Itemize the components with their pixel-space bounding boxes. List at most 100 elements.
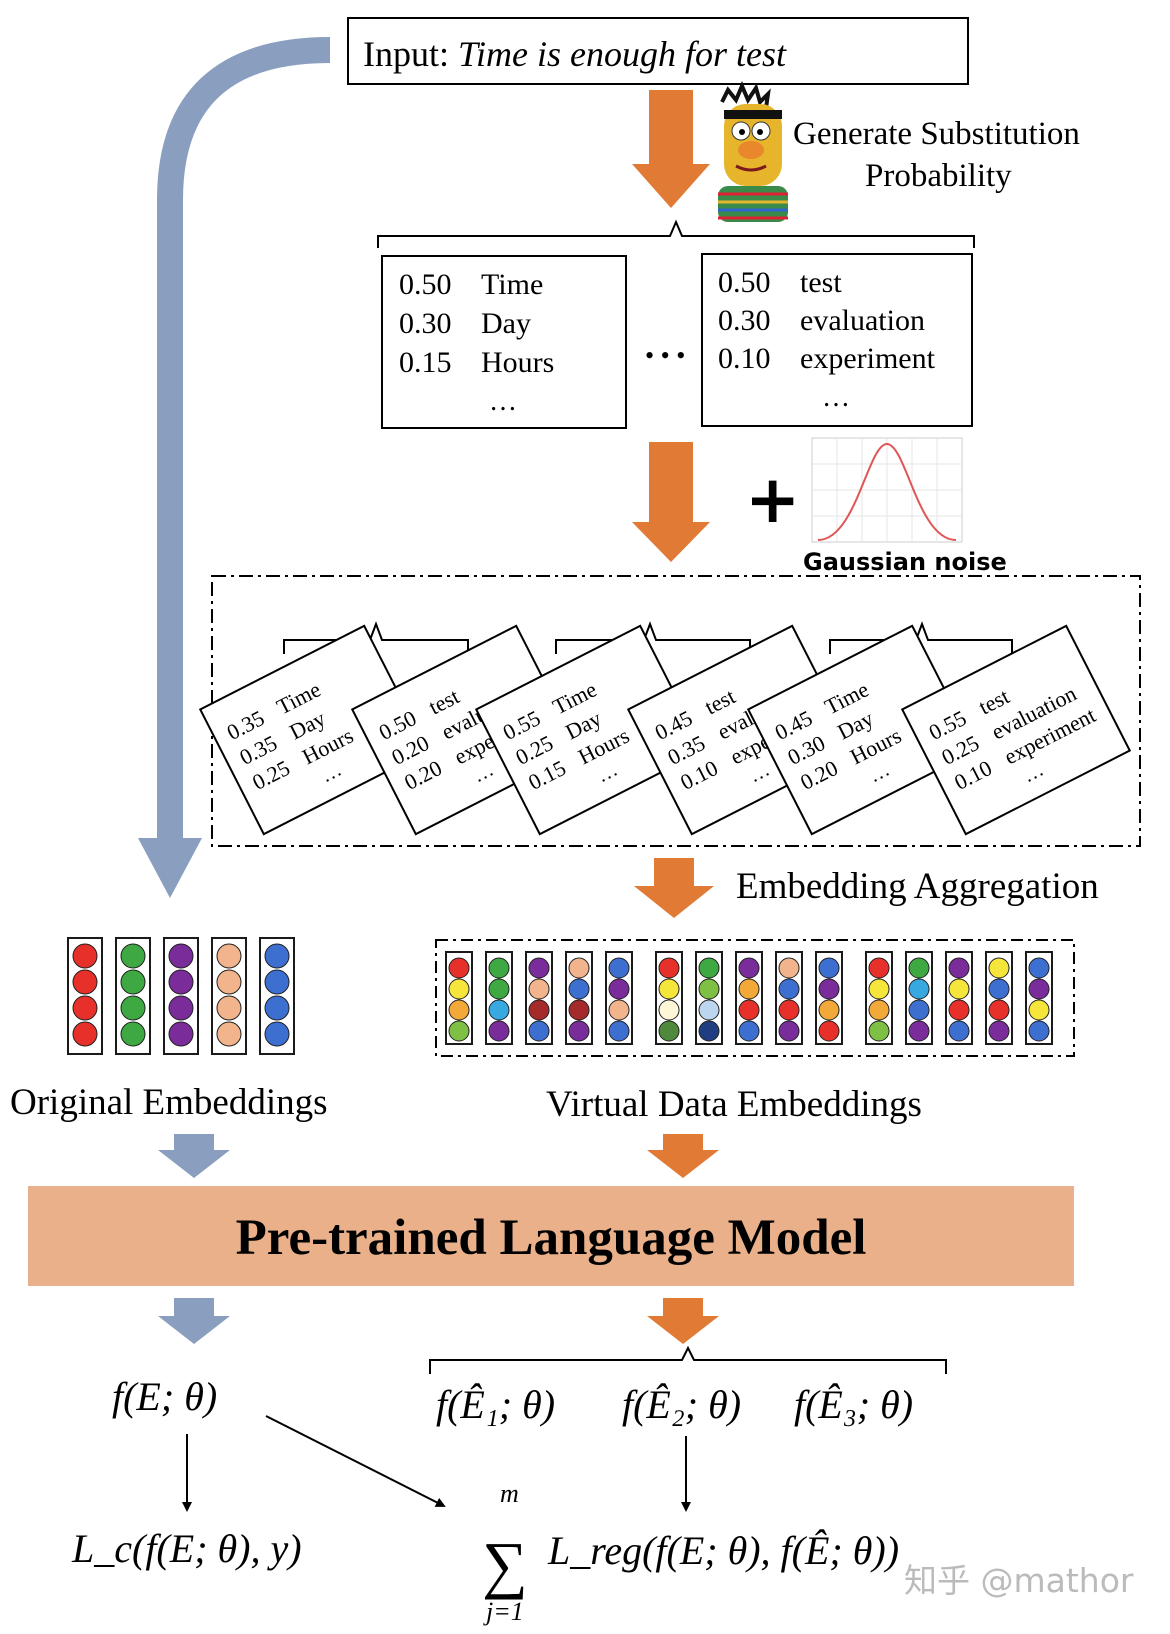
- embedding-aggregation-label: Embedding Aggregation: [736, 866, 1099, 907]
- embedding-bead: [120, 995, 146, 1021]
- noisy-substitution-card: 0.45Time0.30Day0.20Hours…: [746, 624, 978, 836]
- loss-c: L_c(f(E; θ), y): [71, 1526, 302, 1571]
- substitution-set-2: 0.50 test 0.30 evaluation 0.10 experimen…: [701, 253, 973, 427]
- embedding-bead: [264, 943, 290, 969]
- embedding-bead: [818, 978, 840, 1000]
- generator-label-line1: Generate Substitution: [793, 116, 1080, 152]
- orange-arrow-1: [632, 90, 710, 208]
- embedding-column: [775, 951, 803, 1045]
- summation-sign: ∑: [482, 1529, 528, 1600]
- embedding-bead: [488, 978, 510, 1000]
- embedding-bead: [168, 995, 194, 1021]
- embedding-bead: [738, 978, 760, 1000]
- virtual-embeddings-label: Virtual Data Embeddings: [546, 1084, 922, 1125]
- embedding-bead: [988, 999, 1010, 1021]
- embedding-bead: [120, 969, 146, 995]
- embedding-bead: [738, 999, 760, 1021]
- embedding-bead: [818, 999, 840, 1021]
- embedding-bead: [908, 999, 930, 1021]
- sum-lower-limit: j=1: [483, 1597, 524, 1626]
- substitution-word: experiment: [800, 342, 936, 375]
- embedding-bead: [738, 957, 760, 979]
- embedding-bead: [568, 978, 590, 1000]
- embedding-bead: [868, 999, 890, 1021]
- embedding-bead: [216, 1021, 242, 1047]
- embedding-bead: [528, 999, 550, 1021]
- embedding-bead: [216, 969, 242, 995]
- orange-arrow-out-of-plm: [647, 1298, 719, 1344]
- embedding-bead: [168, 943, 194, 969]
- orange-arrow-3: [634, 858, 714, 918]
- embedding-bead: [168, 1021, 194, 1047]
- substitution-prob: 0.10: [718, 342, 771, 375]
- embedding-column: [211, 937, 247, 1055]
- noisy-group-brace: [829, 621, 1013, 654]
- embedding-bead: [698, 978, 720, 1000]
- embedding-bead: [1028, 978, 1050, 1000]
- input-box: Input: Time is enough for test: [347, 17, 969, 85]
- substitution-ellipsis: • • •: [645, 341, 685, 370]
- substitution-prob: 0.50: [399, 268, 452, 301]
- substitution-more: …: [822, 382, 850, 413]
- embedding-bead: [948, 1020, 970, 1042]
- embedding-bead: [868, 957, 890, 979]
- embedding-bead: [608, 1020, 630, 1042]
- embedding-bead: [908, 957, 930, 979]
- embedding-column: [905, 951, 933, 1045]
- embedding-bead: [448, 978, 470, 1000]
- embedding-bead: [948, 999, 970, 1021]
- noisy-group-brace: [555, 621, 751, 654]
- bottom-brace: [429, 1345, 947, 1374]
- embedding-bead: [778, 957, 800, 979]
- embedding-bead: [1028, 957, 1050, 979]
- embedding-column: [735, 951, 763, 1045]
- embedding-column: [865, 951, 893, 1045]
- embedding-bead: [608, 978, 630, 1000]
- blue-arrow-into-plm: [158, 1134, 230, 1178]
- embedding-bead: [72, 1021, 98, 1047]
- noisy-substitution-card: 0.35Time0.35Day0.25Hours…: [198, 624, 430, 836]
- noisy-group-brace: [283, 621, 469, 654]
- blue-curved-arrow: [157, 37, 331, 840]
- embedding-bead: [608, 957, 630, 979]
- embedding-bead: [528, 978, 550, 1000]
- loss-reg: L_reg(f(E; θ), f(Ê; θ)): [547, 1528, 899, 1573]
- virtual-embeddings: [445, 951, 1053, 1045]
- embedding-bead: [988, 957, 1010, 979]
- embedding-bead: [948, 978, 970, 1000]
- embedding-bead: [988, 1020, 1010, 1042]
- embedding-bead: [778, 978, 800, 1000]
- embedding-bead: [568, 1020, 590, 1042]
- embedding-bead: [868, 978, 890, 1000]
- embedding-bead: [698, 999, 720, 1021]
- embedding-bead: [488, 999, 510, 1021]
- embedding-column: [1025, 951, 1053, 1045]
- embedding-bead: [264, 995, 290, 1021]
- embedding-bead: [488, 1020, 510, 1042]
- embedding-bead: [1028, 1020, 1050, 1042]
- f-original: f(E; θ): [112, 1374, 217, 1419]
- embedding-bead: [988, 978, 1010, 1000]
- f-virtual-2: f(Ê₂; θ): [622, 1382, 741, 1427]
- embedding-bead: [528, 957, 550, 979]
- substitution-word: Time: [481, 268, 543, 301]
- embedding-bead: [72, 943, 98, 969]
- original-embeddings-label: Original Embeddings: [10, 1082, 328, 1123]
- noisy-substitution-card: 0.55Time0.25Day0.15Hours…: [474, 624, 706, 836]
- substitution-prob: 0.15: [399, 346, 452, 379]
- embedding-column: [815, 951, 843, 1045]
- embedding-bead: [120, 1021, 146, 1047]
- embedding-column: [565, 951, 593, 1045]
- embedding-bead: [818, 957, 840, 979]
- watermark: 知乎 @mathor: [904, 1561, 1134, 1600]
- embedding-bead: [448, 957, 470, 979]
- substitution-prob: 0.30: [718, 304, 771, 337]
- blue-curved-arrow-head: [138, 838, 202, 898]
- sum-upper-limit: m: [500, 1479, 519, 1508]
- embedding-bead: [216, 995, 242, 1021]
- embedding-bead: [528, 1020, 550, 1042]
- orange-arrow-2: [632, 442, 710, 562]
- embedding-bead: [698, 1020, 720, 1042]
- substitution-prob: 0.50: [718, 266, 771, 299]
- embedding-bead: [168, 969, 194, 995]
